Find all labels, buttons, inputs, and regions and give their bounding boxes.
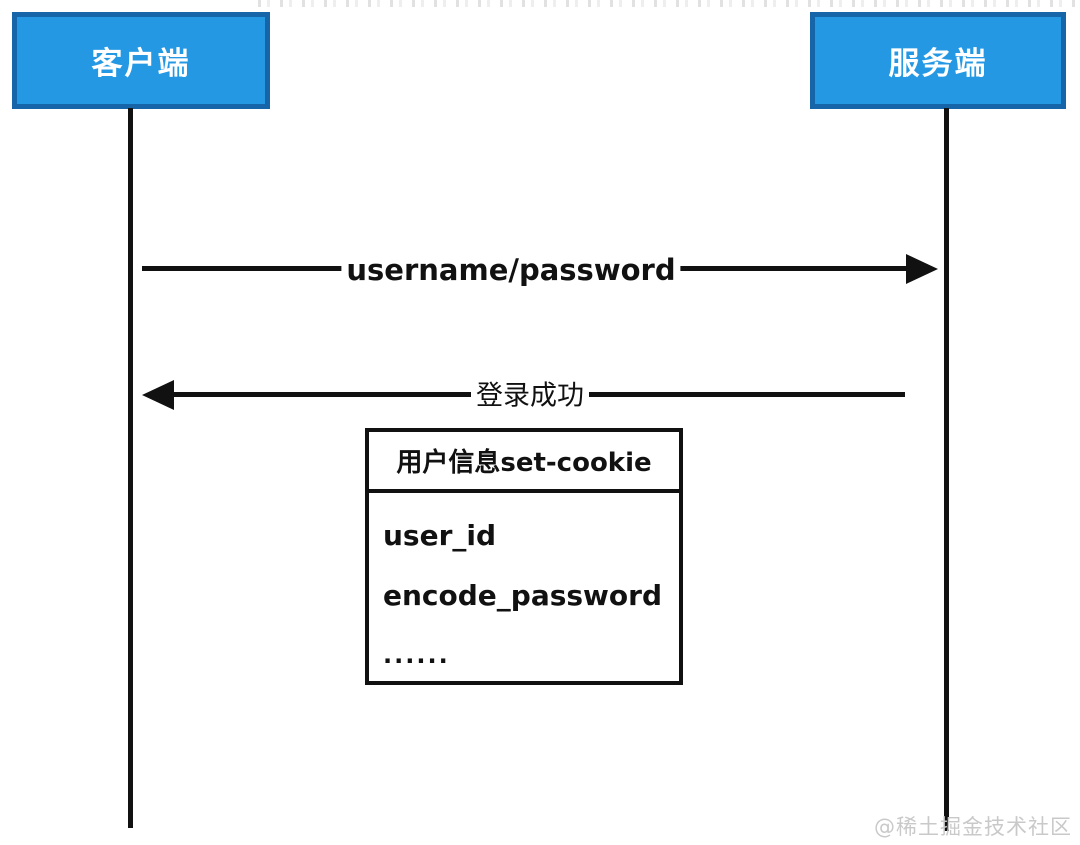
arrowhead-right-icon — [906, 254, 938, 284]
watermark-text: @稀土掘金技术社区 — [874, 815, 1072, 839]
cookie-box-body: user_id encode_password ...... — [369, 493, 679, 685]
cookie-info-box: 用户信息set-cookie user_id encode_password .… — [365, 428, 683, 685]
message-label-login-success: 登录成功 — [471, 373, 589, 413]
server-lifeline — [944, 108, 949, 831]
arrowhead-left-icon — [142, 380, 174, 410]
cookie-box-title: 用户信息set-cookie — [369, 432, 679, 493]
cookie-field-ellipsis: ...... — [383, 641, 450, 669]
actor-client-label: 客户端 — [91, 46, 191, 82]
cropped-top-watermark — [258, 0, 1080, 7]
cookie-field-encode-password: encode_password — [383, 578, 663, 612]
cookie-field-user-id: user_id — [383, 518, 497, 552]
actor-client-box: 客户端 — [12, 12, 270, 109]
actor-server-label: 服务端 — [888, 46, 988, 82]
client-lifeline — [128, 108, 133, 828]
message-label-username-password: username/password — [341, 253, 681, 287]
actor-server-box: 服务端 — [810, 12, 1066, 109]
